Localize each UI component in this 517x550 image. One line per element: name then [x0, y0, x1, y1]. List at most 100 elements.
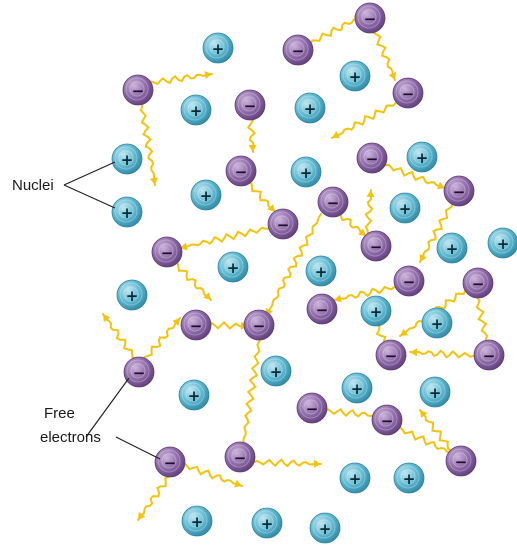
electron-path [142, 74, 212, 84]
nucleus-sign: + [200, 187, 213, 205]
electron-sign: − [385, 347, 398, 365]
electron-path [140, 95, 155, 185]
nucleus: + [420, 377, 450, 407]
electron-path [319, 409, 380, 416]
nucleus-sign: + [403, 470, 416, 488]
electron: − [235, 90, 265, 120]
nucleus-sign: + [370, 303, 383, 321]
electron-sign: − [133, 364, 146, 382]
electron-sign: − [277, 216, 290, 234]
nucleus-sign: + [227, 259, 240, 277]
nucleus: + [310, 513, 340, 543]
electron: − [297, 393, 327, 423]
electron-sign: − [161, 244, 174, 262]
electron-path [334, 286, 400, 300]
free-electrons-label-line2: electrons [40, 429, 101, 446]
free-electrons-label-line1: Free [44, 405, 75, 422]
electron-path [305, 16, 362, 46]
nucleus-sign: + [300, 164, 313, 182]
electron: − [355, 3, 385, 33]
nucleus: + [117, 280, 147, 310]
nucleus-sign: + [349, 470, 362, 488]
electron-sign: − [234, 449, 247, 467]
nuclei-leader-line [64, 162, 115, 185]
nucleus: + [295, 93, 325, 123]
electron-sign: − [164, 454, 177, 472]
electron-sign: − [364, 10, 377, 28]
electron: − [463, 268, 493, 298]
nucleus-sign: + [315, 263, 328, 281]
nucleus-sign: + [349, 68, 362, 86]
nucleus: + [488, 228, 517, 258]
electron-path [476, 292, 488, 348]
nucleus: + [342, 373, 372, 403]
electron-sign: − [453, 183, 466, 201]
electron-path-arrowhead [249, 145, 257, 152]
nucleus: + [422, 308, 452, 338]
electron-sign: − [235, 163, 248, 181]
electron-path [392, 425, 455, 455]
nucleus: + [191, 180, 221, 210]
leader-lines [64, 162, 160, 459]
electron: − [152, 237, 182, 267]
nucleus: + [390, 193, 420, 223]
nucleus-sign: + [429, 384, 442, 402]
nucleus-sign: + [351, 380, 364, 398]
nucleus-sign: + [188, 387, 201, 405]
electron-sign: − [370, 238, 383, 256]
electron-path-arrowhead [410, 348, 417, 356]
nucleus: + [437, 233, 467, 263]
electron: − [268, 209, 298, 239]
electron-path-arrowhead [172, 318, 180, 326]
nucleus-sign: + [497, 235, 510, 253]
nucleus: + [181, 95, 211, 125]
electron-path [332, 100, 401, 138]
nucleus-sign: + [304, 100, 317, 118]
nucleus-sign: + [121, 204, 134, 222]
nucleus: + [218, 252, 248, 282]
nucleus: + [112, 144, 142, 174]
electron: − [376, 340, 406, 370]
nucleus-sign: + [121, 151, 134, 169]
nucleus-sign: + [126, 287, 139, 305]
electron-sign: − [244, 97, 257, 115]
electron-paths [103, 16, 490, 520]
electron: − [357, 143, 387, 173]
nucleus-sign: + [446, 240, 459, 258]
electron-sign: − [316, 301, 329, 319]
electron-path [140, 318, 180, 365]
nuclei-label: Nuclei [12, 177, 54, 194]
nucleus-sign: + [191, 513, 204, 531]
electron-path [410, 351, 480, 358]
electron-sign: − [253, 317, 266, 335]
electron-path [103, 314, 139, 364]
electron: − [244, 310, 274, 340]
electron-sign: − [472, 275, 485, 293]
nucleus-sign: + [261, 515, 274, 533]
nucleus-sign: + [212, 40, 225, 58]
electron: − [446, 446, 476, 476]
electron: − [474, 340, 504, 370]
nucleus: + [112, 197, 142, 227]
electron-sign: − [483, 347, 496, 365]
nucleus-sign: + [431, 315, 444, 333]
nucleus: + [361, 296, 391, 326]
nucleus: + [340, 463, 370, 493]
electrons-leader-line [116, 437, 160, 459]
nucleus: + [182, 506, 212, 536]
electron: − [226, 156, 256, 186]
electron: − [361, 231, 391, 261]
electron-sign: − [306, 400, 319, 418]
nucleus-sign: + [190, 102, 203, 120]
nucleus: + [291, 157, 321, 187]
electron-path [180, 226, 277, 248]
electron-path [242, 330, 261, 452]
nucleus: + [203, 33, 233, 63]
electron: − [394, 266, 424, 296]
nucleus: + [394, 463, 424, 493]
electron-sign: − [403, 273, 416, 291]
electron: − [181, 310, 211, 340]
nucleus: + [261, 356, 291, 386]
nucleus: + [306, 256, 336, 286]
